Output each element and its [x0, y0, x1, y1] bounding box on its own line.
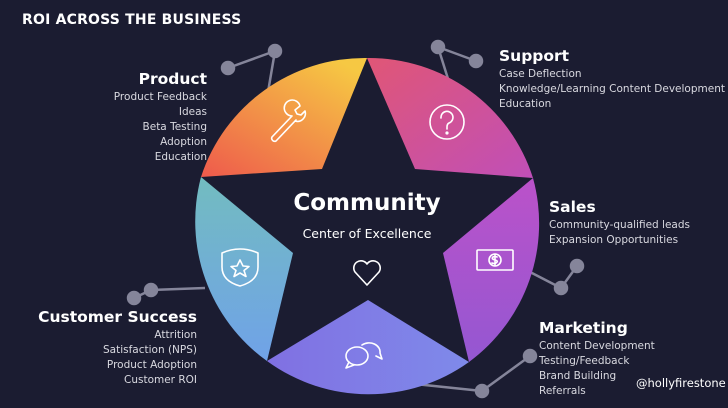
- product-block: Product Product Feedback Ideas Beta Test…: [114, 70, 207, 165]
- center-title: Community: [293, 190, 441, 216]
- connector-support: [430, 39, 484, 83]
- customer-success-item: Attrition: [154, 329, 197, 341]
- connectors: [126, 39, 585, 399]
- marketing-heading: Marketing: [539, 319, 628, 337]
- marketing-item: Content Development: [539, 340, 655, 352]
- sales-item: Expansion Opportunities: [549, 234, 679, 246]
- customer-success-item: Product Adoption: [106, 359, 197, 371]
- author-handle: @hollyfirestone: [636, 376, 726, 390]
- dollar-bill-icon: [476, 249, 514, 271]
- support-item: Education: [499, 98, 552, 110]
- question-circle-icon: [429, 104, 465, 140]
- connector-customer-success: [126, 282, 206, 306]
- support-heading: Support: [499, 47, 570, 65]
- product-item: Adoption: [160, 136, 207, 148]
- marketing-block: Marketing Content Development Testing/Fe…: [539, 319, 655, 399]
- heart-icon: [352, 260, 382, 286]
- product-heading: Product: [138, 70, 207, 88]
- support-item: Case Deflection: [499, 68, 582, 80]
- segment-support: [367, 57, 533, 179]
- segment-marketing: [267, 300, 469, 395]
- sales-item: Community-qualified leads: [549, 219, 690, 231]
- connector-marketing: [414, 348, 538, 399]
- chat-bubbles-icon: [345, 342, 383, 369]
- connector-sales: [529, 258, 585, 296]
- segment-customer-success: [195, 177, 293, 361]
- marketing-item: Testing/Feedback: [539, 355, 630, 367]
- center-subtitle: Center of Excellence: [302, 226, 432, 241]
- support-item: Knowledge/Learning Content Development: [499, 83, 725, 95]
- connector-product: [220, 43, 283, 93]
- product-item: Beta Testing: [142, 121, 207, 133]
- sales-block: Sales Community-qualified leads Expansio…: [549, 198, 690, 248]
- product-item: Education: [154, 151, 207, 163]
- page-title: ROI ACROSS THE BUSINESS: [22, 12, 242, 28]
- product-item: Ideas: [178, 106, 207, 118]
- wrench-icon: [270, 99, 307, 143]
- support-block: Support Case Deflection Knowledge/Learni…: [499, 47, 725, 112]
- customer-success-heading: Customer Success: [38, 308, 197, 326]
- customer-success-item: Customer ROI: [124, 374, 197, 386]
- marketing-item: Referrals: [539, 385, 586, 397]
- segment-product: [201, 57, 367, 177]
- customer-success-item: Satisfaction (NPS): [102, 344, 197, 356]
- sales-heading: Sales: [549, 198, 596, 216]
- marketing-item: Brand Building: [539, 370, 617, 382]
- product-item: Product Feedback: [113, 91, 207, 103]
- shield-star-icon: [221, 248, 259, 287]
- customer-success-block: Customer Success Attrition Satisfaction …: [38, 308, 197, 388]
